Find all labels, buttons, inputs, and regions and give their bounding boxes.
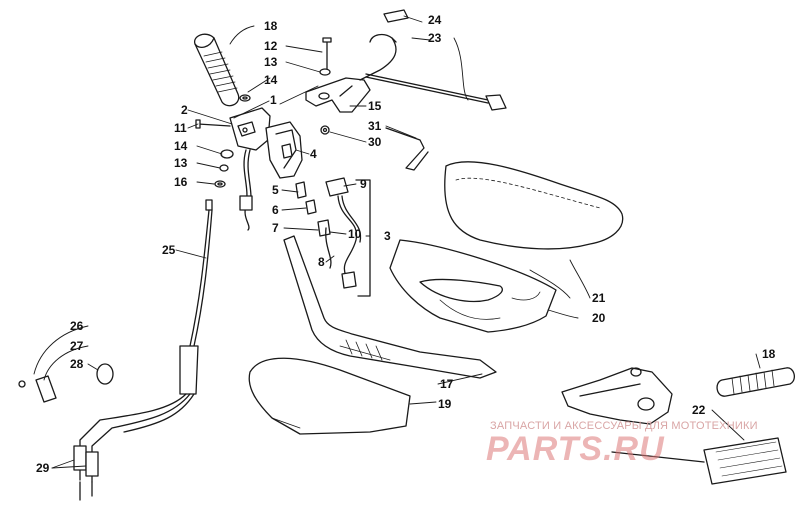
callout-15: 15 — [368, 99, 382, 113]
callout-30: 30 — [368, 135, 382, 149]
callout-10: 10 — [348, 227, 362, 241]
callout-23: 23 — [428, 31, 442, 45]
callout-28: 28 — [70, 357, 84, 371]
grip-lower — [716, 367, 796, 397]
grip-upper — [193, 33, 240, 107]
callout-22: 22 — [692, 403, 706, 417]
callout-14-left: 14 — [174, 139, 188, 153]
handlebar — [283, 235, 497, 379]
callout-2: 2 — [181, 103, 188, 117]
callout-20: 20 — [592, 311, 606, 325]
callout-7: 7 — [272, 221, 279, 235]
throttle-housing — [561, 367, 673, 425]
foam-pad — [389, 239, 557, 333]
callout-3: 3 — [384, 229, 391, 243]
callout-9: 9 — [360, 177, 367, 191]
callout-24: 24 — [428, 13, 442, 27]
sensor-and-cable — [359, 9, 507, 111]
callout-29: 29 — [36, 461, 50, 475]
callout-18-right: 18 — [762, 347, 776, 361]
callout-18-top: 18 — [264, 19, 278, 33]
callout-14-top: 14 — [264, 73, 278, 87]
watermark-tagline: ЗАПЧАСТИ И АКСЕССУАРЫ ДЛЯ МОТОТЕХНИКИ — [490, 420, 758, 432]
heater-element — [611, 437, 787, 485]
lever-bracket — [305, 77, 371, 135]
callout-5: 5 — [272, 183, 279, 197]
callout-17: 17 — [440, 377, 454, 391]
switch-housing — [229, 107, 303, 231]
callout-12: 12 — [264, 39, 278, 53]
throttle-cable — [18, 199, 213, 501]
callout-11: 11 — [174, 121, 187, 135]
callout-25: 25 — [162, 243, 176, 257]
callout-21: 21 — [592, 291, 606, 305]
watermark-logo: PARTS.RU — [486, 430, 665, 468]
callout-6: 6 — [272, 203, 279, 217]
lower-pad — [248, 357, 411, 435]
callout-27: 27 — [70, 339, 84, 353]
clip-31 — [385, 127, 429, 171]
callout-4: 4 — [310, 147, 317, 161]
callout-13-left: 13 — [174, 156, 188, 170]
callout-13-top: 13 — [264, 55, 278, 69]
callout-26: 26 — [70, 319, 84, 333]
callout-8: 8 — [318, 255, 325, 269]
callout-31: 31 — [368, 119, 382, 133]
wiring-harness — [295, 177, 371, 297]
callout-19: 19 — [438, 397, 452, 411]
screws-left — [195, 119, 234, 188]
callout-16: 16 — [174, 175, 188, 189]
leader-lines — [33, 15, 761, 469]
pad-cover — [444, 161, 624, 250]
callout-1: 1 — [270, 93, 277, 107]
